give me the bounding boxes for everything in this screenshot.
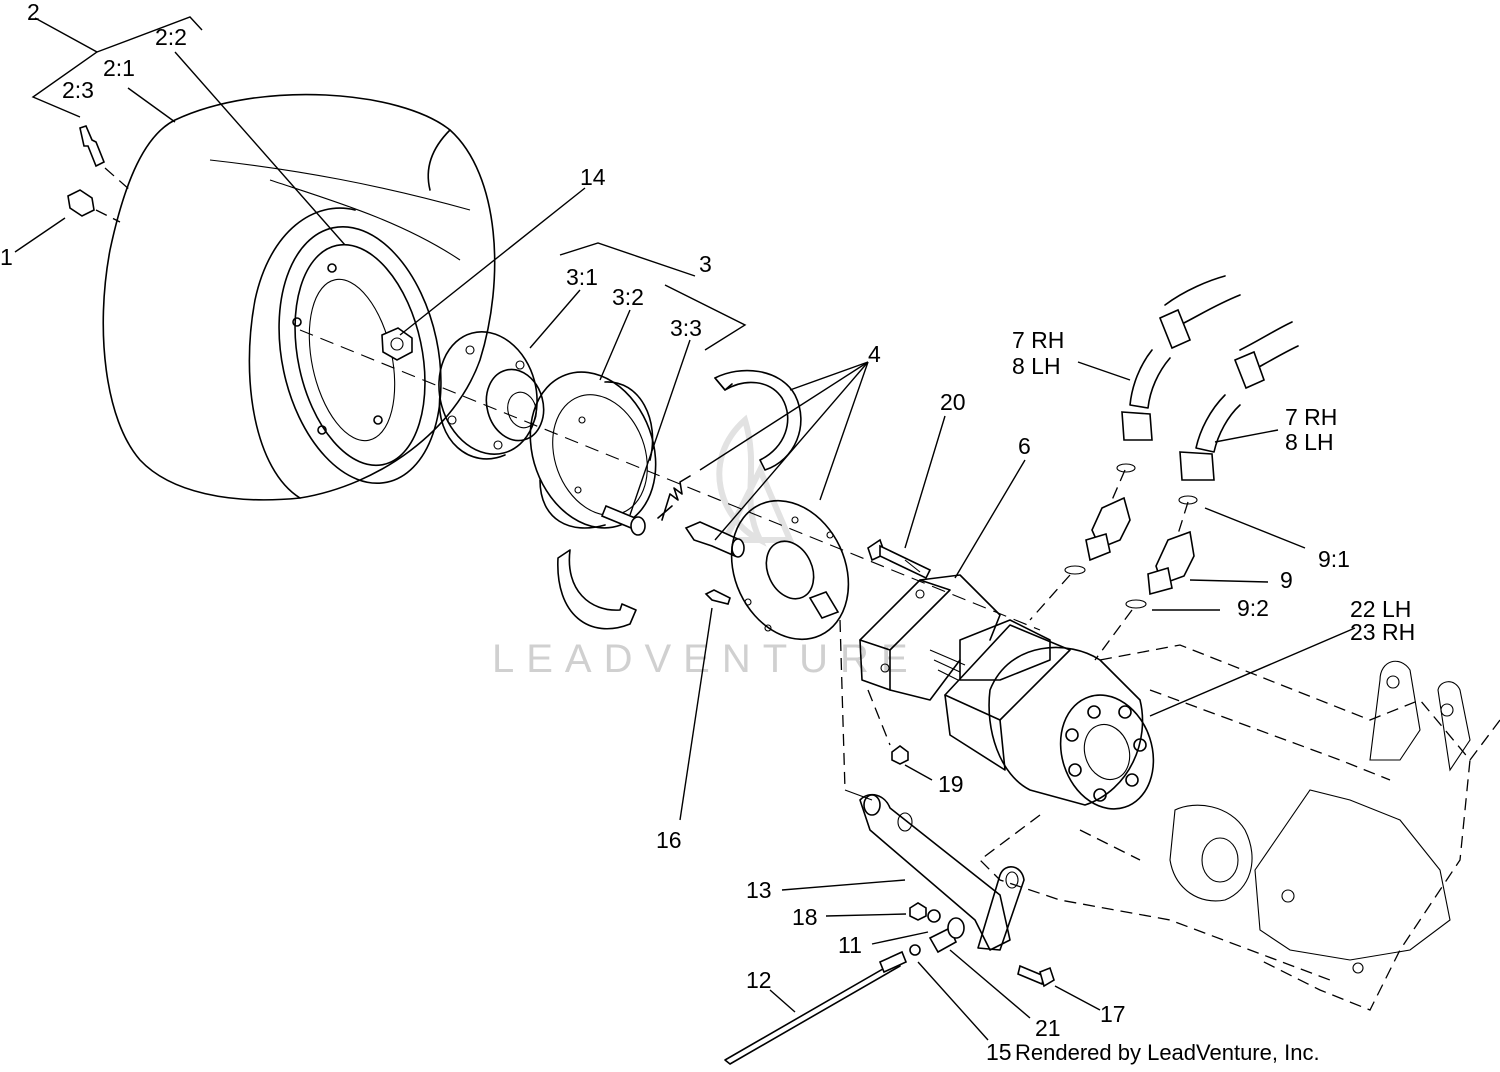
frame-bracket-upper	[1369, 660, 1471, 772]
watermark-text: LEADVENTURE	[492, 637, 920, 681]
control-rod-12	[724, 950, 908, 1065]
stud-3-3	[600, 504, 646, 536]
label-11: 11	[838, 932, 862, 958]
leader-lines	[14, 16, 1356, 1041]
label-3: 3	[699, 251, 712, 277]
label-2-3: 2:3	[62, 77, 94, 103]
label-7-rh-a: 7 RH	[1012, 327, 1064, 353]
label-2: 2	[27, 0, 40, 25]
label-3-1: 3:1	[566, 264, 598, 290]
hydraulic-hose-2	[1178, 321, 1299, 505]
label-13: 13	[746, 877, 772, 903]
tire-assembly	[102, 93, 496, 501]
label-1: 1	[0, 244, 13, 270]
label-4: 4	[868, 341, 881, 367]
bolt-17	[1017, 964, 1055, 988]
label-21: 21	[1035, 1015, 1061, 1041]
bolt-16	[704, 589, 731, 605]
label-3-2: 3:2	[612, 284, 644, 310]
lug-nut-14	[381, 327, 413, 361]
bracket-6	[859, 574, 1001, 701]
brake-shoe-upper	[714, 369, 802, 471]
elbow-fitting-2	[1125, 530, 1195, 609]
valve-stem	[79, 125, 131, 191]
label-23-rh: 23 RH	[1350, 619, 1415, 645]
linkage-plate-13	[859, 793, 1011, 951]
brake-shoe-lower	[557, 549, 637, 630]
label-17: 17	[1100, 1001, 1126, 1027]
label-18: 18	[792, 904, 818, 930]
watermark-logo	[716, 414, 795, 547]
label-2-2: 2:2	[155, 24, 187, 50]
control-arm	[977, 866, 1025, 951]
frame-bracket-lower	[1169, 789, 1451, 974]
hub-3-1	[438, 331, 545, 460]
spacer-11	[928, 917, 965, 954]
credit-text: Rendered by LeadVenture, Inc.	[1015, 1040, 1320, 1065]
label-8-lh-b: 8 LH	[1285, 429, 1334, 455]
label-2-1: 2:1	[103, 55, 135, 81]
hydraulic-hose-1	[1116, 275, 1241, 473]
bolt-20	[867, 538, 932, 580]
label-3-3: 3:3	[670, 315, 702, 341]
backing-plate	[730, 499, 850, 641]
label-20: 20	[940, 389, 966, 415]
spring	[657, 475, 691, 521]
label-9-1: 9:1	[1318, 546, 1350, 572]
label-7-rh-b: 7 RH	[1285, 404, 1337, 430]
label-14: 14	[580, 164, 606, 190]
label-19: 19	[938, 771, 964, 797]
label-12: 12	[746, 967, 772, 993]
elbow-fitting-1	[1064, 496, 1131, 575]
washer-15	[909, 944, 921, 956]
label-9: 9	[1280, 567, 1293, 593]
label-6: 6	[1018, 433, 1031, 459]
nut-18	[909, 902, 941, 923]
nut-1	[67, 189, 121, 223]
hydraulic-motor	[929, 619, 1155, 810]
label-22-lh: 22 LH	[1350, 596, 1411, 622]
label-16: 16	[656, 827, 682, 853]
label-9-2: 9:2	[1237, 595, 1269, 621]
frame-outline	[979, 644, 1500, 1011]
nut-19	[891, 745, 909, 765]
label-15: 15	[986, 1039, 1012, 1065]
label-8-lh-a: 8 LH	[1012, 353, 1061, 379]
